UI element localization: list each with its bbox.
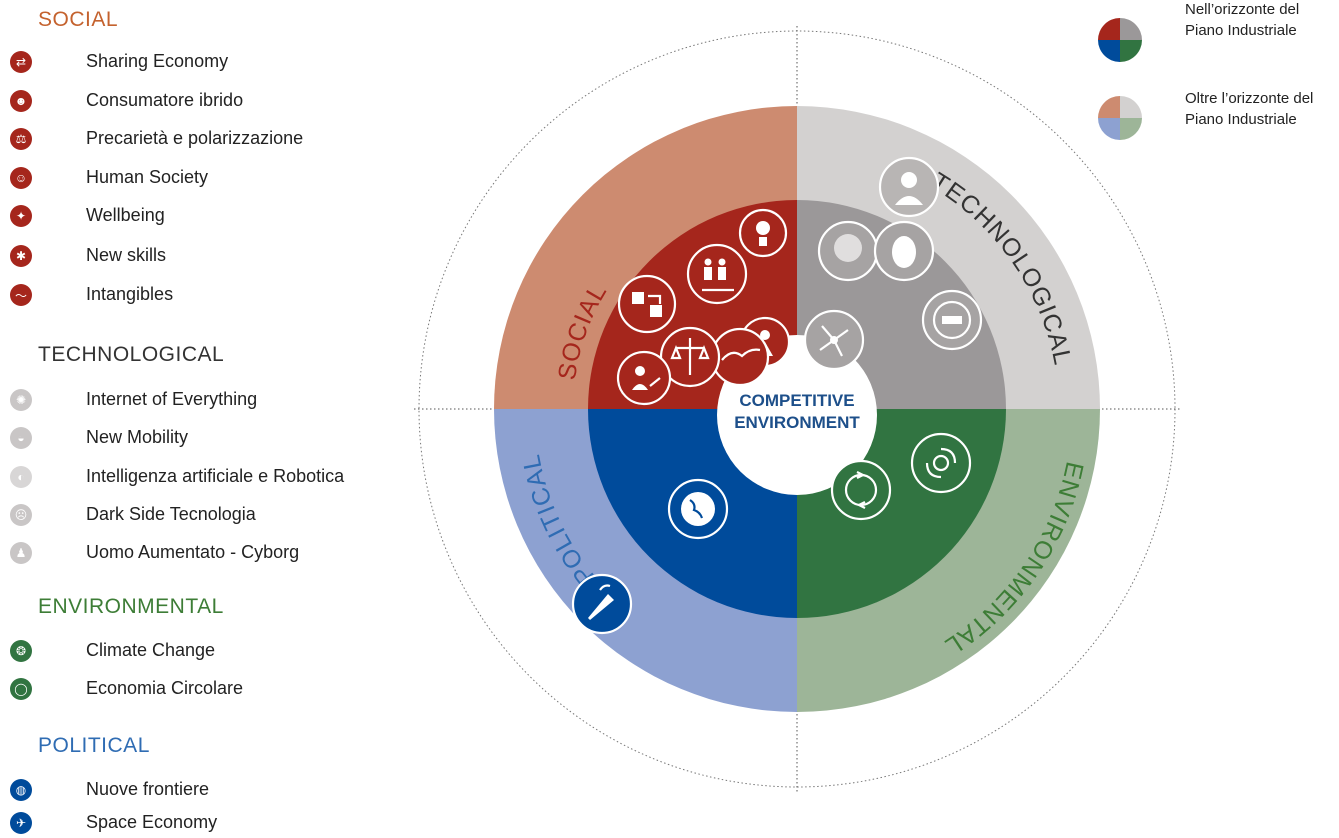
network-icon: ✺ [10, 389, 32, 411]
sharing-icon [617, 274, 677, 334]
key-inner-label-1: Nell’orizzonte del [1185, 1, 1300, 18]
car-icon: ◒ [10, 427, 32, 449]
legend-item-label: Internet of Everything [86, 389, 258, 409]
network-icon [803, 309, 865, 371]
legend-title-social: SOCIAL [38, 8, 119, 31]
shuttle-icon [571, 573, 633, 635]
legend-item-label: Precarietà e polarizzazione [86, 128, 304, 148]
political-icons [571, 478, 729, 635]
center-label-line2: ENVIRONMENT [734, 413, 860, 432]
ai-head-icon [817, 220, 879, 282]
legend-title-environmental: ENVIRONMENTAL [38, 595, 224, 618]
key-outer-label-2: Piano Industriale [1185, 111, 1297, 128]
legend-item-label: Climate Change [86, 640, 216, 660]
legend-item-label: Economia Circolare [86, 678, 244, 698]
social-icons [616, 208, 791, 406]
key-inner-label-2: Piano Industriale [1185, 22, 1297, 39]
legend-title-technological: TECHNOLOGICAL [38, 343, 225, 366]
legend-item: ◯ Economia Circolare [0, 674, 420, 704]
key-outer-label-1: Oltre l’orizzonte del [1185, 90, 1314, 107]
legend-item: ✺ Internet of Everything [0, 385, 420, 415]
mask-icon: ☹ [10, 504, 32, 526]
legend-item: ✈ Space Economy [0, 808, 420, 838]
legend-item-label: Space Economy [86, 812, 218, 832]
globe-icon [667, 478, 729, 540]
family-icon: ✦ [10, 205, 32, 227]
legend-item: ◐ Intelligenza artificiale e Robotica [0, 462, 420, 492]
bird-icon: 〜 [10, 284, 32, 306]
key-inner-swatch [1098, 18, 1142, 62]
legend-item-label: Human Society [86, 167, 209, 187]
center-label-line1: COMPETITIVE [739, 391, 854, 410]
key-inner-horizon: Nell’orizzonte del Piano Industriale [1097, 0, 1339, 60]
family-icon [686, 243, 748, 305]
sharing-icon: ⇄ [10, 51, 32, 73]
bird-icon [710, 327, 770, 387]
legend-item: ◍ Nuove frontiere [0, 775, 420, 805]
cyborg-icon [878, 156, 940, 218]
legend-item-label: Uomo Aumentato - Cyborg [86, 542, 300, 562]
car-icon [921, 289, 983, 351]
legend-item-label: Sharing Economy [86, 51, 229, 71]
legend-item: ⚖ Precarietà e polarizzazione [0, 124, 420, 154]
key-outer-horizon: Oltre l’orizzonte del Piano Industriale [1097, 89, 1339, 149]
technological-icons [803, 156, 983, 371]
recycle-icon [830, 459, 892, 521]
cyborg-icon: ♟ [10, 542, 32, 564]
legend-item-label: Intangibles [86, 284, 174, 304]
legend-item: ♟ Uomo Aumentato - Cyborg [0, 538, 420, 568]
legend-item: ◒ New Mobility [0, 423, 420, 453]
hurricane-icon [910, 432, 972, 494]
legend-item-label: Nuove frontiere [86, 779, 210, 799]
environmental-icons [830, 432, 972, 521]
legend-item-label: Dark Side Tecnologia [86, 504, 256, 524]
legend-item: ✱ New skills [0, 241, 420, 271]
society-icon [616, 350, 672, 406]
globe-icon: ◍ [10, 779, 32, 801]
recycle-icon: ◯ [10, 678, 32, 700]
scales-icon: ⚖ [10, 128, 32, 150]
legend-item: ☻ Consumatore ibrido [0, 86, 420, 116]
scales-icon [659, 326, 721, 388]
shuttle-icon: ✈ [10, 812, 32, 834]
key-outer-swatch [1098, 96, 1142, 140]
legend-item-label: Consumatore ibrido [86, 90, 244, 110]
lightbulb-icon [738, 208, 788, 258]
mask-icon [873, 220, 935, 282]
legend-item-label: Wellbeing [86, 205, 165, 225]
legend-item: 〜 Intangibles [0, 280, 420, 310]
legend-item: ❂ Climate Change [0, 636, 420, 666]
legend-item-label: Intelligenza artificiale e Robotica [86, 466, 345, 486]
hurricane-icon: ❂ [10, 640, 32, 662]
consumer-icon: ☻ [10, 90, 32, 112]
legend-item: ☹ Dark Side Tecnologia [0, 500, 420, 530]
ai-head-icon: ◐ [10, 466, 32, 488]
legend-title-political: POLITICAL [38, 734, 150, 757]
legend-item-label: New skills [86, 245, 167, 265]
lightbulb-icon: ✱ [10, 245, 32, 267]
society-icon: ☺ [10, 167, 32, 189]
legend-item-label: New Mobility [86, 427, 189, 447]
legend-item: ⇄ Sharing Economy [0, 47, 420, 77]
legend-item: ☺ Human Society [0, 163, 420, 193]
legend-item: ✦ Wellbeing [0, 201, 420, 231]
